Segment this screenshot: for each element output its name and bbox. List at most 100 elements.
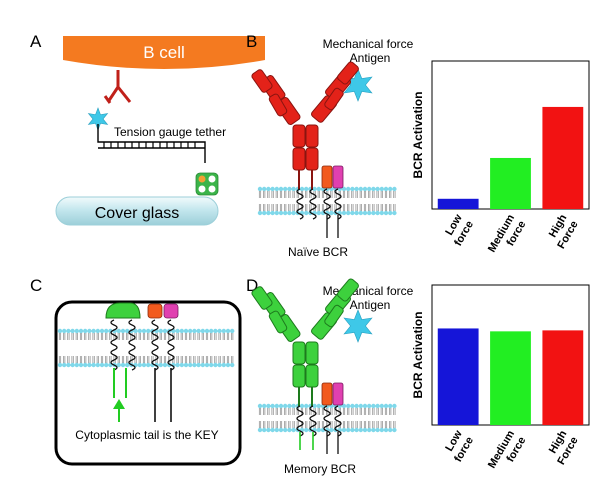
transmembrane-helix	[296, 188, 304, 220]
orange-coreceptor	[321, 382, 333, 406]
heavy-chain-segment	[305, 147, 319, 171]
y-axis-label: BCR Activation	[411, 312, 425, 399]
bar	[542, 106, 584, 209]
panel-a: A B cell Tension gauge tether Cover glas…	[30, 32, 265, 226]
cover-glass-label: Cover glass	[95, 205, 179, 222]
lipid-head	[375, 203, 381, 216]
transmembrane-helix	[309, 188, 317, 220]
panel-b: B Mechanical force Antigen Naïve BCR	[246, 32, 414, 259]
lipid-head	[362, 203, 368, 216]
lipid-head	[341, 203, 347, 216]
heavy-chain-segment	[292, 341, 306, 365]
lipid-head	[391, 420, 397, 433]
lipid-head	[349, 203, 355, 216]
lipid-head	[278, 186, 284, 199]
lipid-head	[370, 186, 376, 199]
category-label: Lowforce	[441, 428, 476, 464]
naive-bcr	[251, 61, 359, 238]
lipid-head	[362, 420, 368, 433]
bar	[542, 330, 584, 425]
lipid-head	[370, 203, 376, 216]
pink-coreceptor	[332, 165, 344, 189]
tether-line	[97, 124, 206, 163]
transmembrane-helix	[296, 405, 304, 437]
lipid-head	[265, 420, 271, 433]
panel-c: C Cytoplasmic tail is the KEY	[30, 276, 242, 466]
lipid-head	[316, 403, 322, 416]
lipid-head	[345, 203, 351, 216]
lipid-head	[286, 420, 292, 433]
lipid-head	[286, 403, 292, 416]
lipid-head	[383, 420, 389, 433]
lipid-head	[270, 203, 276, 216]
membrane-b	[257, 186, 397, 216]
lipid-head	[261, 203, 267, 216]
transmembrane-helix	[167, 319, 175, 371]
lipid-head	[387, 403, 393, 416]
lipid-head	[349, 420, 355, 433]
lipid-head	[282, 403, 288, 416]
lipid-head	[345, 420, 351, 433]
lipid-head	[291, 203, 297, 216]
lipid-head	[362, 186, 368, 199]
lipid-head	[379, 186, 385, 199]
lipid-head	[265, 403, 271, 416]
lipid-head	[387, 186, 393, 199]
lipid-head	[278, 203, 284, 216]
lipid-head	[316, 203, 322, 216]
lipid-head	[379, 420, 385, 433]
key-label: Cytoplasmic tail is the KEY	[75, 428, 218, 442]
lipid-head	[270, 420, 276, 433]
light-chain-segment	[268, 310, 288, 334]
lipid-head	[291, 186, 297, 199]
heavy-chain-segment	[305, 124, 319, 148]
light-chain-segment	[337, 61, 359, 85]
lipid-head	[345, 403, 351, 416]
lipid-head	[366, 203, 372, 216]
lipid-head	[291, 403, 297, 416]
y-axis-label: BCR Activation	[411, 92, 425, 179]
lipid-head	[316, 186, 322, 199]
lipid-head	[320, 203, 326, 216]
lipid-head	[265, 186, 271, 199]
lipid-head	[354, 186, 360, 199]
zoom-box	[54, 300, 242, 466]
panel-c-letter: C	[30, 276, 42, 295]
lipid-head	[261, 186, 267, 199]
panel-b-force-label: Mechanical force	[323, 37, 414, 51]
lipid-head	[370, 420, 376, 433]
orange-coreceptor	[147, 303, 163, 319]
lipid-head	[320, 420, 326, 433]
lipid-head	[291, 420, 297, 433]
lipid-head	[383, 203, 389, 216]
lipid-head	[387, 420, 393, 433]
transmembrane-helix	[323, 405, 331, 437]
lipid-head	[303, 203, 309, 216]
panel-d: D Mechanical force Antigen Memory BCR	[246, 276, 414, 476]
lipid-head	[354, 203, 360, 216]
lipid-head	[278, 420, 284, 433]
lipid-head	[354, 403, 360, 416]
key-arrow	[113, 399, 125, 422]
lipid-head	[257, 203, 263, 216]
heavy-chain-segment	[292, 364, 306, 388]
memory-bcr	[251, 278, 359, 454]
lipid-head	[257, 403, 263, 416]
lipid-head	[383, 186, 389, 199]
category-label: Mediumforce	[486, 428, 529, 477]
lipid-head	[282, 420, 288, 433]
tether-antibody	[103, 70, 132, 104]
panel-a-letter: A	[30, 32, 42, 51]
transmembrane-helix	[110, 319, 118, 371]
panel-b-antigen-label: Antigen	[350, 51, 391, 65]
lipid-head	[257, 420, 263, 433]
category-label: HighForce	[544, 428, 581, 467]
lipid-head	[375, 403, 381, 416]
pink-coreceptor	[332, 382, 344, 406]
lipid-head	[358, 186, 364, 199]
lipid-head	[383, 403, 389, 416]
light-chain-segment	[251, 69, 273, 93]
